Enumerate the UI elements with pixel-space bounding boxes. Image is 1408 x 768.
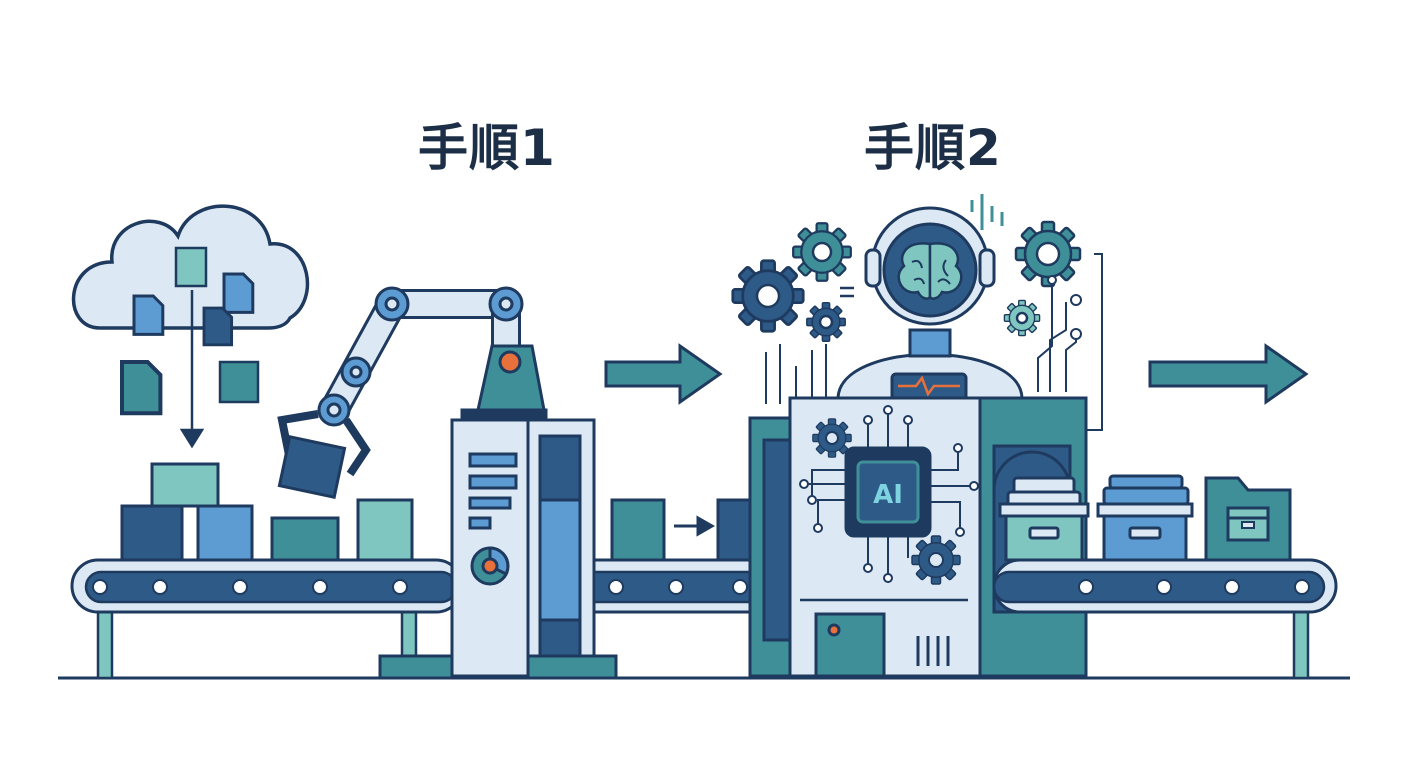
ai-robot xyxy=(836,206,1024,402)
small-right-arrow-icon xyxy=(674,515,716,537)
step-2-title: 手順2 xyxy=(864,119,1002,177)
robot-arm xyxy=(277,286,548,500)
ai-chip-label: AI xyxy=(873,480,903,510)
dash-marks xyxy=(840,286,854,298)
step-1-title: 手順1 xyxy=(418,119,556,177)
circuit-lines xyxy=(765,253,1103,431)
data-blocks xyxy=(120,462,414,562)
step-arrow-icon xyxy=(604,343,723,405)
chip-traces xyxy=(804,414,970,574)
document-icons xyxy=(122,246,260,413)
ai-chip-icon xyxy=(844,446,932,538)
down-arrow-icon xyxy=(179,290,205,449)
brain-icon xyxy=(897,242,963,300)
conveyor-belt-left xyxy=(70,558,464,680)
chip-trace-nodes xyxy=(799,405,979,583)
sorted-storage-boxes xyxy=(998,474,1292,562)
processing-machine-1 xyxy=(378,418,618,680)
output-arrow-icon xyxy=(1148,343,1309,405)
gear-icon xyxy=(731,220,1082,342)
circuit-nodes xyxy=(1047,275,1082,340)
conveyor-belt-right xyxy=(992,558,1338,680)
signal-icon xyxy=(970,194,1004,230)
ai-panel-gear-icon xyxy=(812,418,961,585)
